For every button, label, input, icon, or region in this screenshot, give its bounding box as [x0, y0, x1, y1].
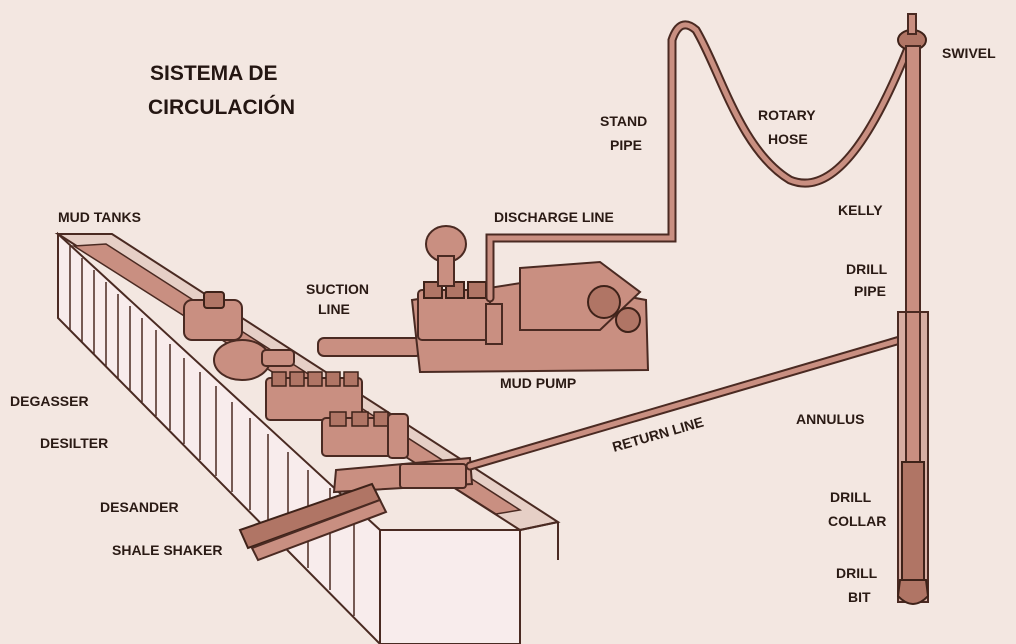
drill-bit-part — [896, 579, 930, 605]
label-desander: DESANDER — [100, 499, 179, 515]
label-drill-pipe-2: PIPE — [854, 283, 886, 299]
degasser-unit — [183, 291, 295, 381]
mud-pump — [317, 225, 650, 374]
desander-unit — [321, 411, 409, 459]
desilter-unit — [265, 371, 363, 421]
label-discharge-line: DISCHARGE LINE — [494, 209, 614, 225]
label-drill-bit-1: DRILL — [836, 565, 878, 581]
label-annulus: ANNULUS — [796, 411, 864, 427]
diagram-title-line2: CIRCULACIÓN — [148, 95, 295, 119]
label-suction-line-2: LINE — [318, 301, 350, 317]
suction-pipe — [317, 337, 423, 357]
drill-collar-part — [901, 461, 925, 583]
label-drill-collar-1: DRILL — [830, 489, 872, 505]
label-suction-line-1: SUCTION — [306, 281, 369, 297]
label-mud-tanks: MUD TANKS — [58, 209, 141, 225]
label-stand-pipe-2: PIPE — [610, 137, 642, 153]
diagram-title-line1: SISTEMA DE — [150, 62, 278, 85]
label-drill-pipe-1: DRILL — [846, 261, 888, 277]
label-mud-pump: MUD PUMP — [500, 375, 576, 391]
kelly-pipe — [905, 45, 921, 317]
label-rotary-hose-1: ROTARY — [758, 107, 816, 123]
label-shale-shaker: SHALE SHAKER — [112, 542, 222, 558]
label-degasser: DEGASSER — [10, 393, 89, 409]
label-rotary-hose-2: HOSE — [768, 131, 808, 147]
label-kelly: KELLY — [838, 202, 883, 218]
label-desilter: DESILTER — [40, 435, 108, 451]
label-swivel: SWIVEL — [942, 45, 996, 61]
label-stand-pipe-1: STAND — [600, 113, 647, 129]
label-drill-collar-2: COLLAR — [828, 513, 886, 529]
label-drill-bit-2: BIT — [848, 589, 871, 605]
well-string — [896, 13, 930, 605]
shale-shaker-unit — [238, 456, 474, 562]
